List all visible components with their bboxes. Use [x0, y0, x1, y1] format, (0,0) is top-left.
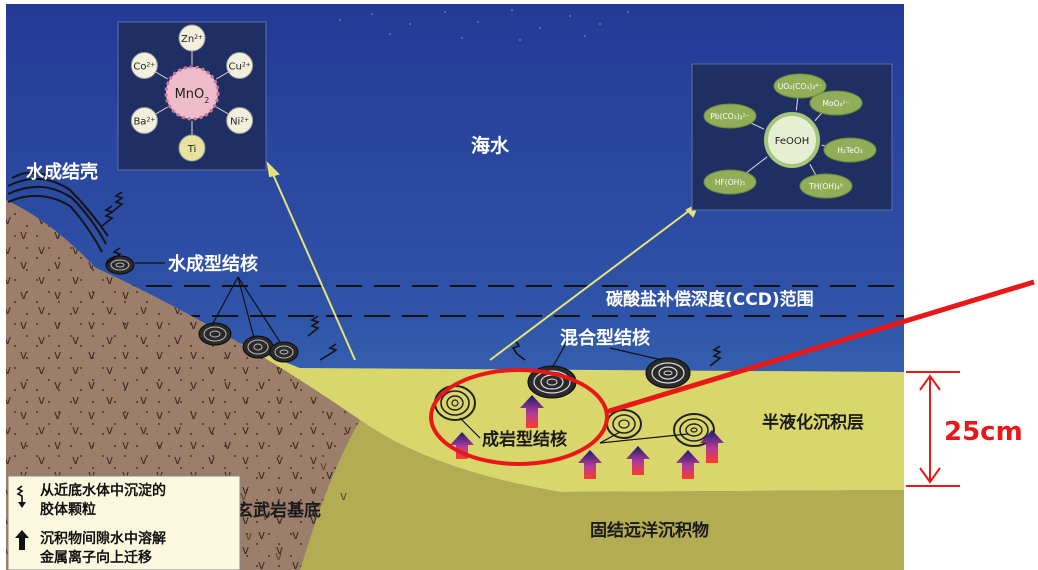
ion-bond-line [215, 106, 229, 115]
hydrogenetic-nodule-label: 水成型结核 [168, 253, 258, 275]
colloid-arrows [101, 191, 722, 367]
diagenetic-nodule [673, 413, 715, 447]
mixed-nodule [645, 357, 691, 389]
upward-migration-arrows [450, 395, 724, 479]
svg-text:v: v [320, 459, 327, 473]
svg-text:v: v [262, 509, 269, 523]
ion-bond-line [742, 156, 768, 176]
leader-lines [135, 262, 689, 444]
ion-bubble [178, 134, 206, 162]
consolidated-sediment [300, 420, 904, 570]
ion-bond-line [155, 71, 169, 80]
svg-text:v: v [245, 529, 252, 543]
ion-label: Zn2+ [181, 34, 203, 46]
ion-label: Cu2+ [229, 61, 251, 73]
svg-text:v: v [340, 489, 347, 503]
ion-label: H₂TeO₃ [837, 146, 862, 155]
semi-liquid-sediment-layer [96, 268, 904, 492]
semi-liquid-layer-label: 半液化沉积层 [762, 412, 864, 433]
legend-item2-line2: 金属离子向上迁移 [39, 549, 152, 566]
hydrogenetic-crust-label: 水成结壳 [26, 161, 98, 183]
ion-bubble [226, 107, 254, 134]
ccd-label: 碳酸盐补偿深度(CCD)范围 [606, 289, 814, 310]
mno2-center-label: MnO2 [175, 87, 210, 105]
mixed-nodule-label: 混合型结核 [560, 327, 650, 349]
hydrogenetic-nodule [269, 341, 299, 363]
ion-label: HF(OH)₅ [715, 178, 745, 187]
legend-item1-line2: 胶体颗粒 [40, 501, 96, 518]
ion-bubble [178, 24, 206, 52]
hydrogenetic-crust [7, 171, 109, 253]
ion-bond-line [155, 106, 169, 115]
nodules [105, 255, 715, 447]
ion-bond-line [809, 163, 817, 177]
hydrogenetic-nodule [198, 322, 232, 346]
ion-bond-line [215, 71, 229, 80]
diagenetic-nodule-label: 成岩型结核 [482, 429, 567, 450]
depth-indicator [906, 371, 960, 487]
red-pointer-line [605, 279, 1035, 415]
inset-pointers [266, 161, 701, 361]
seawater-label: 海水 [471, 134, 510, 157]
diagenetic-highlight-ellipse [429, 368, 609, 466]
ion-bond-line [795, 97, 799, 111]
colloid-legend-icon [16, 485, 24, 504]
ion-label: MoO₄²⁻ [823, 99, 850, 108]
ion-label: Ni2+ [230, 116, 249, 128]
legend: 从近底水体中沉淀的 胶体颗粒 沉积物间隙水中溶解 金属离子向上迁移 [7, 475, 241, 570]
ion-bubble [823, 137, 877, 163]
surface-speckles [339, 9, 629, 41]
ion-bubble [703, 103, 757, 129]
ion-label: UO₂(CO₃)₃⁴⁻ [778, 82, 822, 91]
legend-item1-line1: 从近底水体中沉淀的 [40, 482, 166, 499]
ion-bubble [130, 107, 158, 134]
ion-label: Co2+ [133, 61, 155, 73]
depth-label: 25cm [944, 417, 1023, 447]
ion-label: Ti [187, 144, 197, 155]
ion-bubble [226, 52, 254, 79]
hydrogenetic-nodule [242, 335, 274, 359]
ion-label: Pb(CO₃)₂²⁻ [710, 112, 749, 121]
ion-bubble [130, 52, 158, 79]
feooh-inset: FeOOH UO₂(CO₃)₃⁴⁻MoO₄²⁻ H₂TeO₃ TH(OH)₄⁰ HF(… [691, 63, 893, 211]
svg-text:v: v [275, 549, 282, 563]
ion-bubble [773, 73, 827, 99]
ion-bubble [809, 90, 863, 116]
feooh-center-label: FeOOH [775, 136, 810, 147]
mno2-inset: MnO2 Zn2+ Cu2+ Ni2+ Ti Ba2+ Co2+ [117, 21, 267, 171]
svg-text:v: v [240, 489, 247, 503]
ion-bubble [703, 169, 757, 195]
legend-item2-line1: 沉积物间隙水中溶解 [40, 530, 166, 547]
hydrogenetic-nodule [105, 255, 135, 275]
ion-bubble [799, 173, 853, 199]
consolidated-sediment-label: 固结远洋沉积物 [590, 520, 709, 541]
basalt-base-label: 玄武岩基底 [236, 500, 321, 521]
migration-legend-icon [15, 530, 29, 550]
ion-label: TH(OH)₄⁰ [808, 182, 843, 191]
ion-label: Ba2+ [133, 116, 155, 128]
